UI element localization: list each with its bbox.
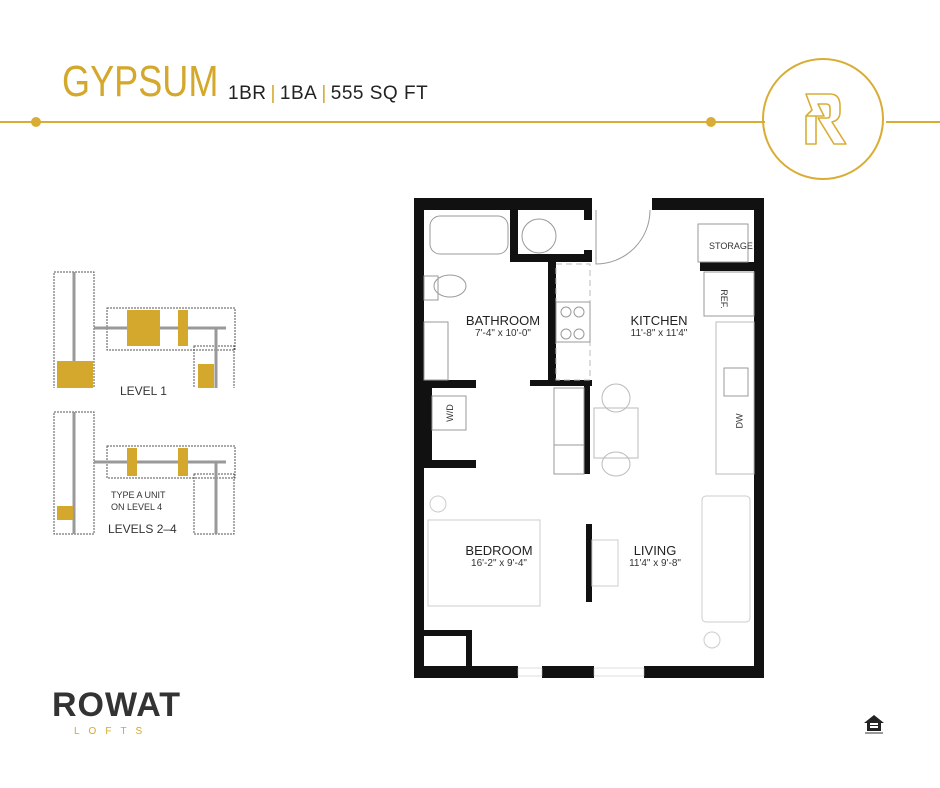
room-bathroom: BATHROOM 7'-4" x 10'-0" [458, 313, 548, 340]
room-living: LIVING 11'4" x 9'-8" [610, 543, 700, 570]
area-spec: 555 SQ FT [330, 83, 429, 104]
room-name: BATHROOM [465, 313, 541, 328]
floorplan-drawing [414, 198, 764, 678]
unit-floorplan: BATHROOM 7'-4" x 10'-0" KITCHEN 11'-8" x… [414, 198, 764, 678]
site-plan-level1 [50, 268, 240, 395]
room-kitchen: KITCHEN 11'-8" x 11'4" [614, 313, 704, 340]
dishwasher-label: DW [734, 413, 745, 429]
washer-dryer-label: W/D [444, 404, 455, 422]
room-name: BEDROOM [465, 543, 533, 558]
storage-label: STORAGE [709, 241, 753, 251]
site-plan-levels2-4-drawing [53, 411, 236, 535]
level1-label: LEVEL 1 [120, 384, 167, 398]
room-dimensions: 11'4" x 9'-8" [629, 558, 681, 570]
room-bedroom: BEDROOM 16'-2" x 9'-4" [454, 543, 544, 570]
site-plan-level1-drawing [53, 271, 236, 395]
rule-dot-right [706, 117, 716, 127]
room-name: LIVING [633, 543, 677, 558]
type-a-unit-note: TYPE A UNIT ON LEVEL 4 [111, 490, 166, 513]
room-dimensions: 11'-8" x 11'4" [630, 328, 688, 340]
rule-dot-left [31, 117, 41, 127]
room-dimensions: 16'-2" x 9'-4" [471, 558, 527, 570]
levels2-4-label: LEVELS 2–4 [108, 522, 177, 536]
lofts-wordmark: LOFTS [74, 726, 152, 737]
rowat-logo: ROWAT [52, 686, 182, 724]
note-line2: ON LEVEL 4 [111, 501, 163, 512]
site-plan-levels2-4 [50, 410, 240, 538]
bathrooms-spec: 1BA [279, 83, 318, 104]
spec-separator: | [321, 83, 327, 104]
equal-housing-icon [862, 712, 886, 736]
plan-title: GYPSUM [62, 57, 219, 106]
room-name: KITCHEN [630, 313, 688, 328]
bedrooms-spec: 1BR [228, 83, 267, 104]
header-rule [0, 121, 765, 123]
room-dimensions: 7'-4" x 10'-0" [475, 328, 531, 340]
fridge-label: REF. [718, 289, 729, 309]
R-monogram-icon [805, 93, 847, 145]
brand-monogram-badge [762, 58, 884, 180]
unit-specs: 1BR|1BA|555 SQ FT [228, 84, 428, 103]
header-rule-right [886, 121, 940, 123]
note-line1: TYPE A UNIT [111, 490, 166, 500]
spec-separator: | [270, 83, 276, 104]
